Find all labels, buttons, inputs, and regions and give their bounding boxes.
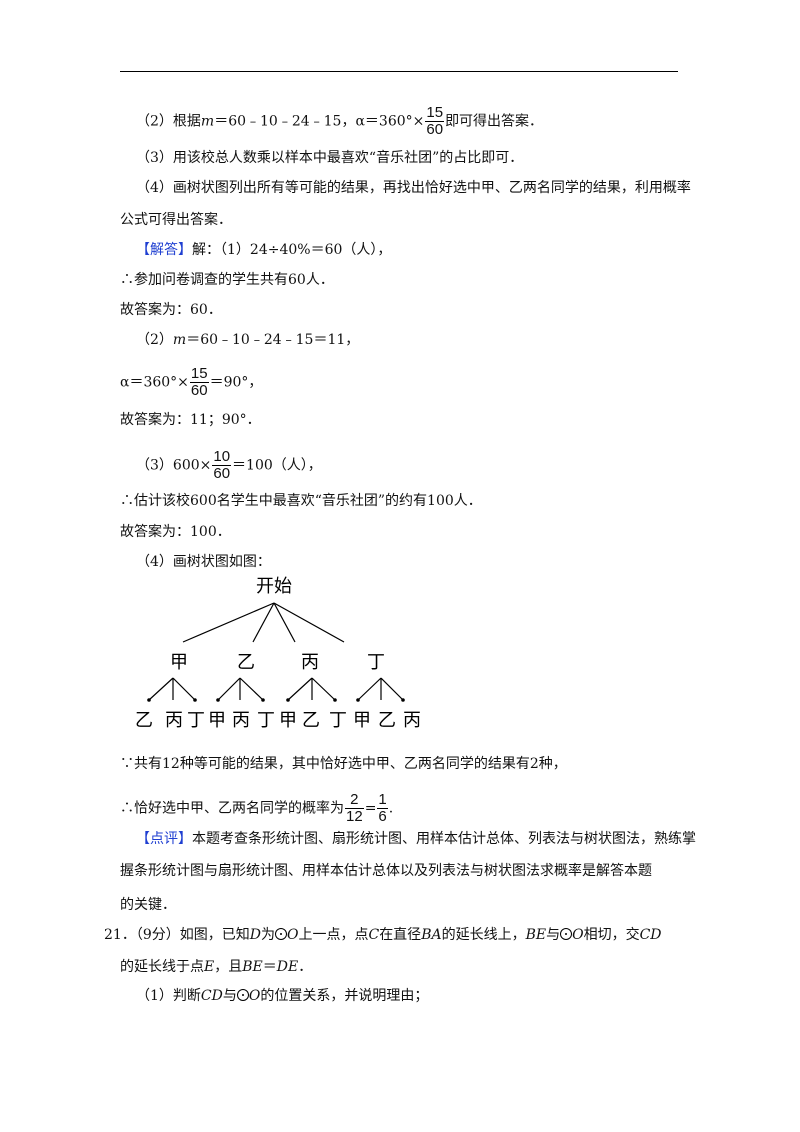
circle-dot-icon — [560, 928, 573, 940]
answer-line-1: 【解答】解：（1）24÷40%＝60（人）， — [136, 242, 392, 258]
tree-edge — [182, 602, 275, 643]
comment-line-3: 的关键． — [120, 897, 176, 913]
circle-dot-icon — [274, 928, 287, 940]
tree-subtree — [216, 677, 265, 702]
tree-leaf-label: 乙 — [378, 710, 396, 731]
tree-branch-label: 丙 — [301, 652, 319, 673]
solution-hint-4-line2: 公式可得出答案． — [120, 212, 232, 228]
tree-leaf-label: 乙 — [135, 710, 153, 731]
tree-leaf-label: 甲 — [208, 710, 226, 731]
solution-hint-4-line1: （4）画树状图列出所有等可能的结果，再找出恰好选中甲、乙两名同学的结果，利用概率 — [136, 180, 691, 196]
comment-line-2: 握条形统计图与扇形统计图、用样本估计总体以及列表法与树状图法求概率是解答本题 — [120, 863, 652, 879]
comment-line-1: 【点评】本题考查条形统计图、扇形统计图、用样本估计总体、列表法与树状图法，熟练掌 — [136, 831, 696, 847]
solution-hint-3: （3）用该校总人数乘以样本中最喜欢“音乐社团”的占比即可． — [136, 150, 524, 166]
tree-subtree — [286, 677, 337, 702]
tree-branch-label: 丁 — [367, 652, 385, 673]
answer-1-conclusion: ∴参加问卷调查的学生共有60人． — [120, 272, 334, 288]
tree-leaf-label: 丙 — [232, 710, 250, 731]
question-21-line2: 的延长线于点E，且BE＝DE． — [120, 959, 313, 975]
answer-3-conclusion: ∴估计该校600名学生中最喜欢“音乐社团”的约有100人． — [120, 493, 482, 509]
tree-leaf-label: 乙 — [302, 710, 320, 731]
answer-tag: 【解答】 — [136, 242, 192, 258]
tree-leaf-label: 丁 — [187, 710, 205, 731]
tree-root-label: 开始 — [256, 576, 292, 597]
tree-edge — [252, 602, 275, 643]
tree-branch-label: 甲 — [170, 652, 188, 673]
tree-leaf-label: 甲 — [279, 710, 297, 731]
tree-leaf-label: 丁 — [329, 710, 347, 731]
answer-3-result: 故答案为：100． — [120, 524, 231, 540]
tree-subtree — [147, 677, 197, 702]
answer-2-line1: （2）m＝60﹣10﹣24﹣15＝11， — [136, 332, 360, 348]
answer-2-result: 故答案为：11；90°． — [120, 412, 261, 428]
circle-dot-icon — [236, 989, 249, 1001]
answer-4-outcomes: ∵共有12种等可能的结果，其中恰好选中甲、乙两名同学的结果有2种， — [120, 756, 567, 772]
tree-branch-label: 乙 — [237, 652, 255, 673]
tree-leaf-label: 甲 — [353, 710, 371, 731]
header-rule — [120, 71, 678, 72]
tree-edge — [273, 602, 296, 643]
tree-diagram: 开始 甲 乙 丙 丁 乙 丙 丁 甲 丙 丁 甲 乙 丁 甲 乙 丙 — [135, 576, 421, 731]
comment-tag: 【点评】 — [136, 831, 192, 847]
tree-edge — [273, 602, 345, 643]
tree-leaf-label: 丙 — [165, 710, 183, 731]
tree-leaf-label: 丁 — [257, 710, 275, 731]
answer-4-line1: （4）画树状图如图： — [136, 554, 271, 570]
tree-subtree — [356, 677, 405, 702]
tree-leaf-label: 丙 — [403, 710, 421, 731]
answer-1-result: 故答案为：60． — [120, 302, 222, 318]
